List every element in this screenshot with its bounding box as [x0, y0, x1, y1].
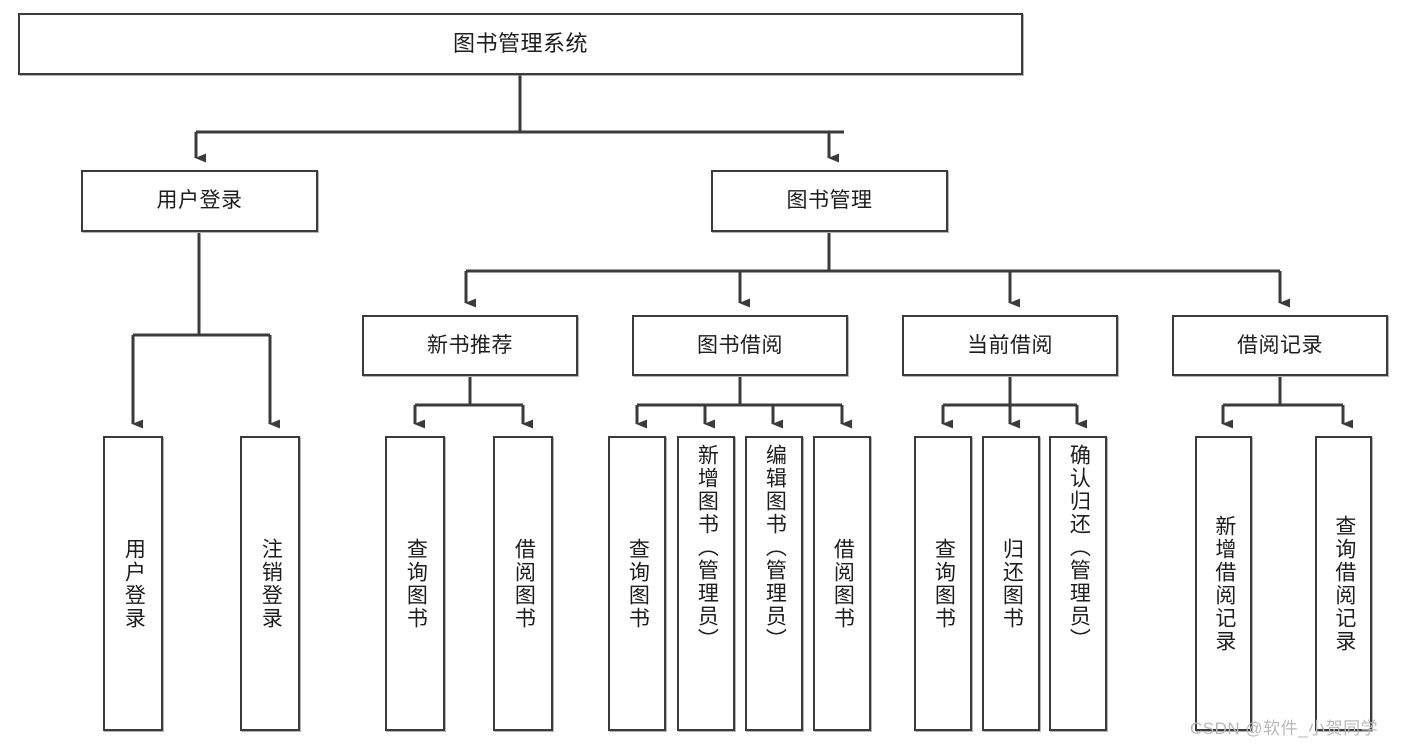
node-leaf-query-record-label: 查询借阅记录 — [1332, 514, 1356, 653]
node-borrow-record-label: 借阅记录 — [1237, 333, 1323, 357]
node-new-book-recommend-label: 新书推荐 — [427, 333, 513, 357]
node-leaf-query-book-2[interactable]: 查询图书 — [608, 436, 666, 731]
node-leaf-query-book-2-label: 查询图书 — [626, 537, 650, 630]
node-leaf-user-login[interactable]: 用户登录 — [103, 436, 163, 731]
node-leaf-user-login-label: 用户登录 — [122, 537, 146, 630]
node-user-login-label: 用户登录 — [156, 189, 243, 213]
csdn-watermark: CSDN @软件_小贺同学 — [1190, 719, 1379, 738]
node-leaf-borrow-book-1-label: 借阅图书 — [512, 537, 536, 630]
node-leaf-return-book[interactable]: 归还图书 — [982, 436, 1040, 731]
node-leaf-query-book-3[interactable]: 查询图书 — [914, 436, 972, 731]
node-leaf-confirm-return-label: 确认归还（管理员） — [1067, 444, 1091, 651]
node-user-login[interactable]: 用户登录 — [81, 170, 318, 232]
node-leaf-borrow-book-2-label: 借阅图书 — [831, 537, 855, 630]
node-leaf-logout-login-label: 注销登录 — [259, 537, 283, 630]
node-leaf-edit-book[interactable]: 编辑图书（管理员） — [745, 436, 803, 731]
node-leaf-edit-book-label: 编辑图书（管理员） — [763, 444, 787, 651]
node-root-system-label: 图书管理系统 — [452, 30, 588, 56]
node-leaf-add-record[interactable]: 新增借阅记录 — [1195, 436, 1252, 731]
node-leaf-add-book[interactable]: 新增图书（管理员） — [677, 436, 735, 731]
node-leaf-query-book-1[interactable]: 查询图书 — [385, 436, 445, 731]
node-borrow-record[interactable]: 借阅记录 — [1172, 315, 1388, 376]
node-book-manage[interactable]: 图书管理 — [711, 170, 948, 232]
node-book-borrow[interactable]: 图书借阅 — [632, 315, 848, 376]
node-leaf-add-book-label: 新增图书（管理员） — [695, 444, 719, 651]
node-book-manage-label: 图书管理 — [786, 189, 873, 213]
node-new-book-recommend[interactable]: 新书推荐 — [362, 315, 578, 376]
node-leaf-borrow-book-1[interactable]: 借阅图书 — [493, 436, 553, 731]
node-current-borrow[interactable]: 当前借阅 — [902, 315, 1118, 376]
node-leaf-query-book-3-label: 查询图书 — [932, 537, 956, 630]
node-leaf-query-book-1-label: 查询图书 — [404, 537, 428, 630]
node-leaf-query-record[interactable]: 查询借阅记录 — [1315, 436, 1372, 731]
node-leaf-borrow-book-2[interactable]: 借阅图书 — [813, 436, 871, 731]
node-leaf-confirm-return[interactable]: 确认归还（管理员） — [1049, 436, 1107, 731]
node-leaf-logout-login[interactable]: 注销登录 — [240, 436, 300, 731]
node-book-borrow-label: 图书借阅 — [697, 333, 783, 357]
node-current-borrow-label: 当前借阅 — [967, 333, 1053, 357]
node-leaf-add-record-label: 新增借阅记录 — [1212, 514, 1236, 653]
node-root-system[interactable]: 图书管理系统 — [18, 13, 1023, 75]
node-leaf-return-book-label: 归还图书 — [1000, 537, 1024, 630]
